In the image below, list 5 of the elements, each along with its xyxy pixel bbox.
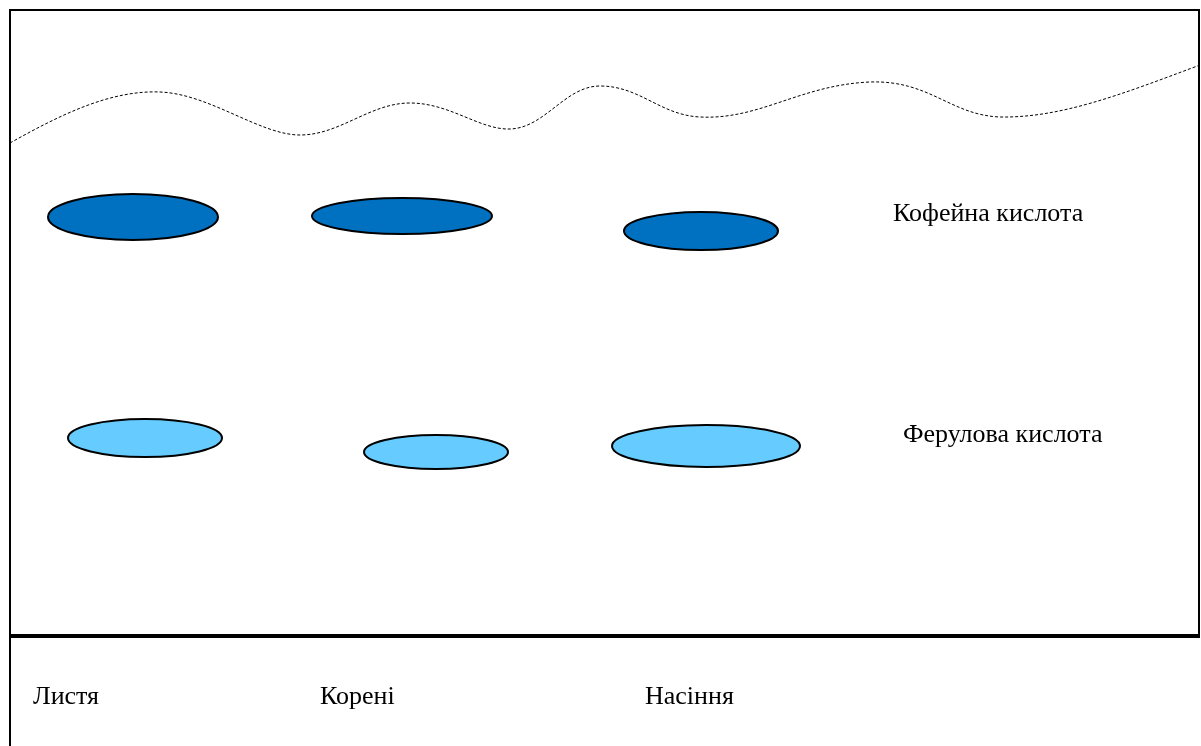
lane-label: Насіння (645, 680, 734, 712)
lane-label: Корені (320, 680, 395, 712)
compound-label: Кофейна кислота (893, 197, 1084, 229)
lane-label: Листя (33, 680, 100, 712)
compound-label: Ферулова кислота (903, 418, 1103, 450)
